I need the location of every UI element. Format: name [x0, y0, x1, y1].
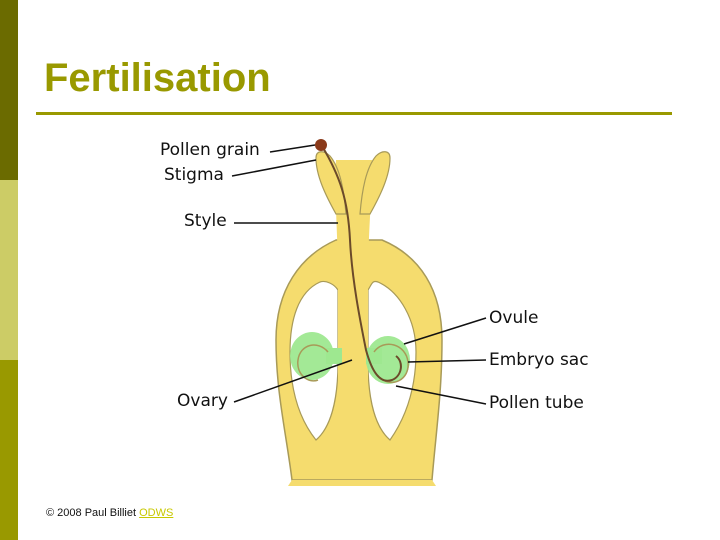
leader-pollen-tube	[395, 385, 487, 405]
leader-pollen-grain	[269, 144, 316, 153]
label-pollen-tube: Pollen tube	[489, 393, 584, 413]
footer: © 2008 Paul Billiet ODWS	[46, 507, 173, 519]
stigma-right-lobe	[359, 151, 391, 215]
leader-embryo-sac	[407, 359, 487, 363]
label-embryo-sac: Embryo sac	[489, 350, 589, 370]
leader-ovule	[403, 317, 487, 345]
ovule-left	[297, 344, 329, 382]
slide-title: Fertilisation	[44, 56, 271, 100]
label-stigma: Stigma	[164, 165, 224, 185]
side-band-bottom	[0, 360, 18, 540]
placenta-left	[326, 348, 342, 364]
label-ovary: Ovary	[177, 391, 228, 411]
side-band-middle	[0, 180, 18, 360]
embryo-sac-left	[290, 332, 334, 380]
copyright-text: © 2008 Paul Billiet	[46, 507, 137, 519]
title-rule	[36, 112, 672, 115]
pollen-grain-dot	[315, 139, 327, 151]
label-pollen-grain: Pollen grain	[160, 140, 260, 160]
label-ovule: Ovule	[489, 308, 539, 328]
odws-link[interactable]: ODWS	[139, 507, 174, 519]
pollen-tube-line	[321, 145, 402, 382]
leader-ovary	[233, 359, 353, 403]
stigma-left-lobe	[315, 151, 347, 215]
flower-base	[288, 480, 436, 486]
side-band-top	[0, 0, 18, 180]
style	[335, 160, 372, 470]
leader-stigma	[231, 159, 317, 177]
label-style: Style	[184, 211, 227, 231]
